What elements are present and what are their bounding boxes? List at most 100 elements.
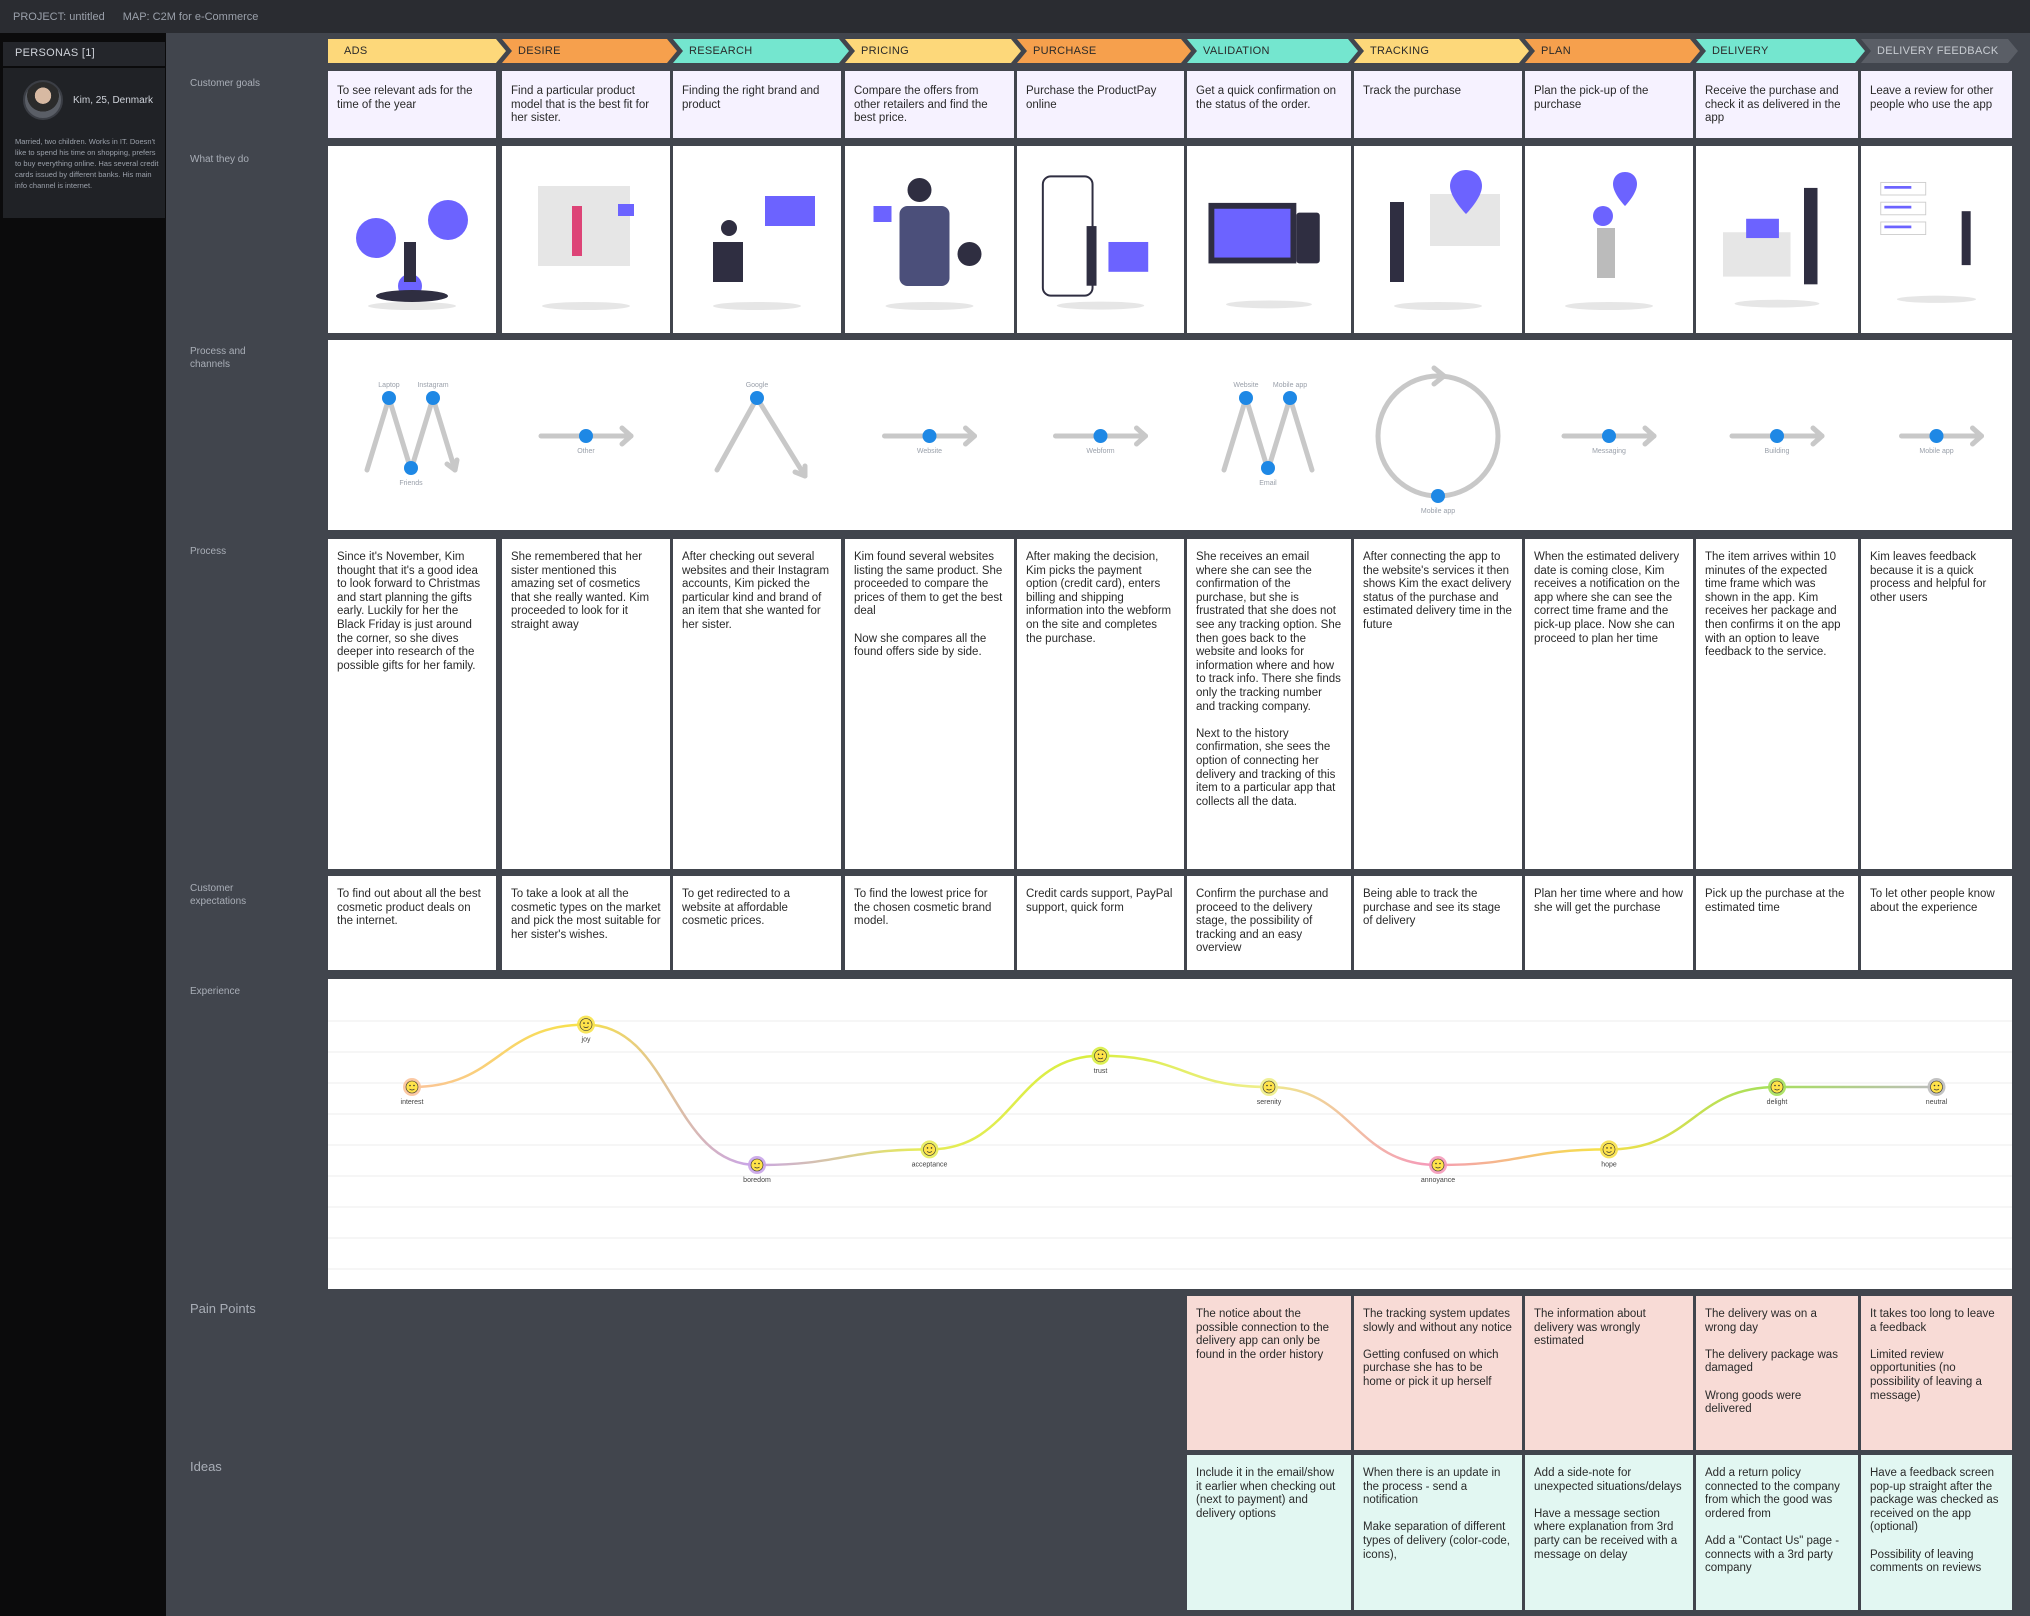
- process-card-text: After making the decision, Kim picks the…: [1026, 551, 1172, 645]
- stage-plan[interactable]: PLAN: [1525, 39, 1700, 63]
- channel-node[interactable]: [1431, 489, 1445, 503]
- expectation-card[interactable]: Plan her time where and how she will get…: [1525, 876, 1693, 970]
- devices-illustration: [1187, 146, 1351, 333]
- goal-card[interactable]: Leave a review for other people who use …: [1861, 71, 2012, 138]
- idea-card[interactable]: Have a feedback screen pop-up straight a…: [1861, 1455, 2012, 1610]
- channel-label: Building: [1765, 448, 1790, 455]
- stage-pricing[interactable]: PRICING: [845, 39, 1021, 63]
- stage-tracking[interactable]: TRACKING: [1354, 39, 1529, 63]
- stage-research[interactable]: RESEARCH: [673, 39, 849, 63]
- channel-node[interactable]: [750, 391, 764, 405]
- expectation-card[interactable]: To find out about all the best cosmetic …: [328, 876, 496, 970]
- expectation-card[interactable]: Confirm the purchase and proceed to the …: [1187, 876, 1351, 970]
- channel-node[interactable]: [382, 391, 396, 405]
- expectation-card-text: Pick up the purchase at the estimated ti…: [1705, 888, 1845, 914]
- emotion-label: annoyance: [1421, 1177, 1455, 1184]
- channel-node[interactable]: [1093, 429, 1108, 443]
- goal-card-text: Get a quick confirmation on the status o…: [1196, 85, 1336, 111]
- stage-desire[interactable]: DESIRE: [502, 39, 677, 63]
- process-card[interactable]: The item arrives within 10 minutes of th…: [1696, 539, 1858, 869]
- chat-person-illustration: [356, 200, 468, 310]
- idea-card[interactable]: When there is an update in the process -…: [1354, 1455, 1522, 1610]
- stage-ads[interactable]: ADS: [328, 39, 506, 63]
- process-card[interactable]: Since it's November, Kim thought that it…: [328, 539, 496, 869]
- channel-node[interactable]: [922, 429, 937, 443]
- idea-card[interactable]: Add a return policy connected to the com…: [1696, 1455, 1858, 1610]
- process-card[interactable]: After connecting the app to the website'…: [1354, 539, 1522, 869]
- process-card[interactable]: She receives an email where she can see …: [1187, 539, 1351, 869]
- shopping-person-illustration: [502, 146, 670, 333]
- expectation-card[interactable]: To let other people know about the exper…: [1861, 876, 2012, 970]
- expectation-card[interactable]: Credit cards support, PayPal support, qu…: [1017, 876, 1184, 970]
- pain-point-card[interactable]: The information about delivery was wrong…: [1525, 1296, 1693, 1450]
- pain-point-card[interactable]: The delivery was on a wrong day The deli…: [1696, 1296, 1858, 1450]
- emoji-face-icon: [1602, 1143, 1616, 1156]
- idea-card[interactable]: Add a side-note for unexpected situation…: [1525, 1455, 1693, 1610]
- goal-card[interactable]: Compare the offers from other retailers …: [845, 71, 1014, 138]
- channel-node[interactable]: [1261, 461, 1275, 475]
- channel-node[interactable]: [1929, 429, 1944, 443]
- expectation-card[interactable]: Pick up the purchase at the estimated ti…: [1696, 876, 1858, 970]
- process-card[interactable]: Kim found several websites listing the s…: [845, 539, 1014, 869]
- stage-delivery[interactable]: DELIVERY: [1696, 39, 1865, 63]
- row-label-ideas: Ideas: [190, 1459, 222, 1474]
- channel-node[interactable]: [1239, 391, 1253, 405]
- pain-point-card[interactable]: The tracking system updates slowly and w…: [1354, 1296, 1522, 1450]
- channel-label: Mobile app: [1919, 448, 1953, 455]
- channel-node[interactable]: [1770, 429, 1784, 443]
- goal-card[interactable]: Get a quick confirmation on the status o…: [1187, 71, 1351, 138]
- project-name[interactable]: PROJECT: untitled: [13, 10, 105, 23]
- map-name[interactable]: MAP: C2M for e-Commerce: [122, 10, 259, 23]
- channel-node[interactable]: [579, 429, 593, 443]
- channel-label: Email: [1259, 480, 1277, 487]
- pain-point-card[interactable]: It takes too long to leave a feedback Li…: [1861, 1296, 2012, 1450]
- stage-purchase[interactable]: PURCHASE: [1017, 39, 1191, 63]
- expectation-card-text: Plan her time where and how she will get…: [1534, 888, 1683, 914]
- row-label-experience: Experience: [190, 986, 241, 997]
- goal-card-text: Finding the right brand and product: [682, 85, 820, 111]
- channel-node[interactable]: [426, 391, 440, 405]
- goal-card[interactable]: Purchase the ProductPay online: [1017, 71, 1184, 138]
- channel-node[interactable]: [1602, 429, 1616, 443]
- channel-label: Mobile app: [1273, 382, 1307, 389]
- location-pin-illustration: [1525, 146, 1693, 333]
- personas-header[interactable]: PERSONAS [1]: [3, 42, 165, 66]
- goal-card[interactable]: Find a particular product model that is …: [502, 71, 670, 138]
- process-card[interactable]: When the estimated delivery date is comi…: [1525, 539, 1693, 869]
- process-card-text: She receives an email where she can see …: [1196, 551, 1342, 808]
- process-card[interactable]: She remembered that her sister mentioned…: [502, 539, 670, 869]
- goal-card[interactable]: Receive the purchase and check it as del…: [1696, 71, 1858, 138]
- goal-card[interactable]: Plan the pick-up of the purchase: [1525, 71, 1693, 138]
- emoji-face-icon: [750, 1158, 764, 1172]
- persona-bio: Married, two children. Works in IT. Does…: [15, 137, 159, 190]
- process-card[interactable]: Kim leaves feedback because it is a quic…: [1861, 539, 2012, 869]
- expectation-card-text: Confirm the purchase and proceed to the …: [1196, 888, 1329, 955]
- channel-label: Mobile app: [1421, 508, 1455, 515]
- persona-card[interactable]: Kim, 25, Denmark Married, two children. …: [3, 68, 165, 218]
- desk-research-illustration: [673, 146, 841, 333]
- left-panel: [0, 33, 166, 1616]
- expectation-card[interactable]: To take a look at all the cosmetic types…: [502, 876, 670, 970]
- channel-label: Instagram: [417, 382, 448, 389]
- expectation-card[interactable]: To get redirected to a website at afford…: [673, 876, 841, 970]
- stage-delivery-feedback[interactable]: DELIVERY FEEDBACK: [1861, 39, 2018, 63]
- channel-node[interactable]: [1283, 391, 1297, 405]
- process-card[interactable]: After making the decision, Kim picks the…: [1017, 539, 1184, 869]
- channel-label: Webform: [1086, 448, 1114, 455]
- expectation-card[interactable]: Being able to track the purchase and see…: [1354, 876, 1522, 970]
- pain-point-card[interactable]: The notice about the possible connection…: [1187, 1296, 1351, 1450]
- channel-node[interactable]: [404, 461, 418, 475]
- goal-card-text: Compare the offers from other retailers …: [854, 85, 988, 125]
- goal-card[interactable]: Track the purchase: [1354, 71, 1522, 138]
- goal-card[interactable]: Finding the right brand and product: [673, 71, 841, 138]
- stage-validation[interactable]: VALIDATION: [1187, 39, 1358, 63]
- persona-name: Kim, 25, Denmark: [73, 95, 154, 106]
- process-card[interactable]: After checking out several websites and …: [673, 539, 841, 869]
- emoji-face-icon: [923, 1143, 936, 1156]
- idea-card[interactable]: Include it in the email/show it earlier …: [1187, 1455, 1351, 1610]
- goal-card[interactable]: To see relevant ads for the time of the …: [328, 71, 496, 138]
- pricing-person-illustration: [845, 146, 1014, 333]
- expectation-card[interactable]: To find the lowest price for the chosen …: [845, 876, 1014, 970]
